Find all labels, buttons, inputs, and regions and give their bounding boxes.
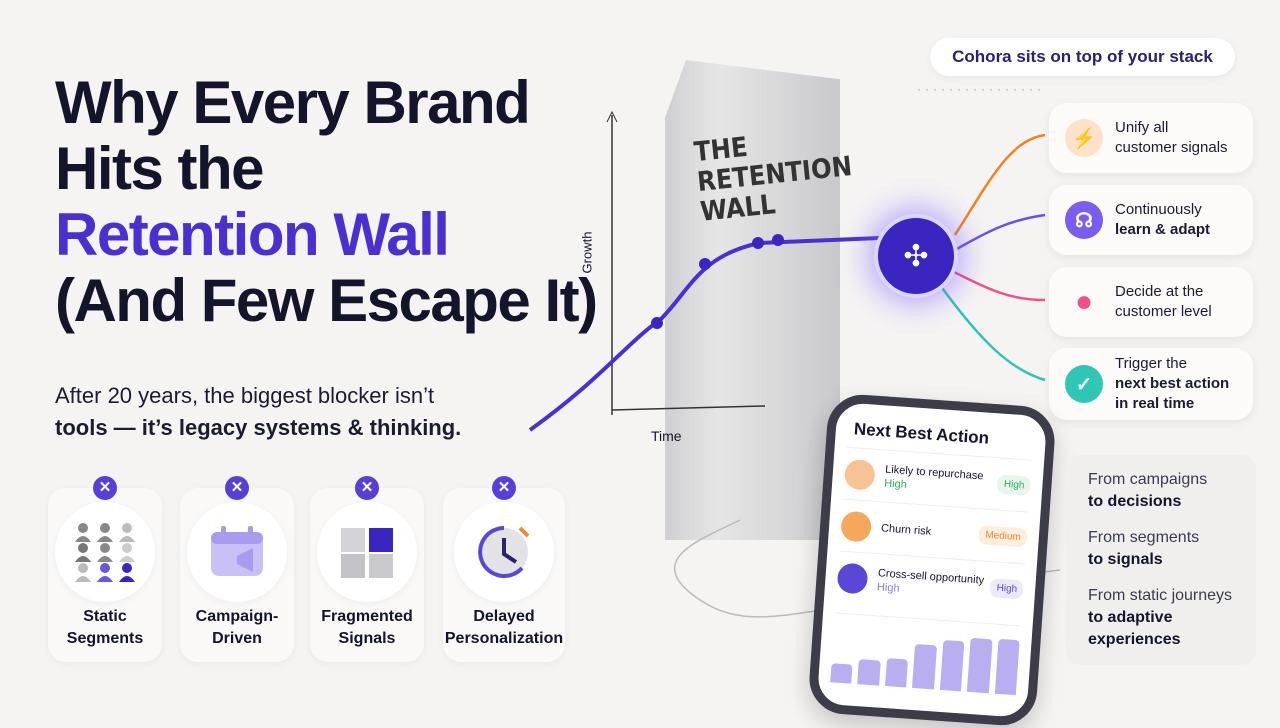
person-icon <box>119 563 135 582</box>
person-icon <box>119 523 135 542</box>
people-grid-icon <box>55 502 155 602</box>
flow-line <box>954 213 1046 252</box>
brain-icon: ☊ <box>1065 201 1103 239</box>
avatar <box>836 561 869 595</box>
person-icon <box>97 543 113 562</box>
person-icon: ● <box>1074 285 1094 318</box>
status-badge: Medium <box>978 525 1028 548</box>
curve-point <box>699 258 711 270</box>
lightning-icon: ⚡ <box>1065 119 1103 157</box>
retention-wall <box>665 60 840 540</box>
person-icon <box>119 543 135 562</box>
flow-line <box>953 133 1046 236</box>
status-badge: High <box>989 578 1024 600</box>
curve-point <box>752 237 764 249</box>
curve-point <box>772 234 784 246</box>
puzzle-icon <box>317 502 417 602</box>
subtitle: After 20 years, the biggest blocker isn’… <box>55 383 462 440</box>
cohora-hub-logo: ✣ <box>878 218 954 294</box>
status-badge: High <box>997 474 1032 496</box>
person-icon <box>97 523 113 542</box>
x-icon: ✕ <box>492 476 516 500</box>
stack-pill: Cohora sits on top of your stack <box>930 38 1235 76</box>
phone-title: Next Best Action <box>853 419 990 448</box>
calendar-megaphone-icon <box>187 502 287 602</box>
mini-bar-chart <box>830 612 1021 696</box>
x-axis <box>611 405 766 411</box>
person-icon <box>75 543 91 562</box>
x-icon: ✕ <box>355 476 379 500</box>
clock-icon <box>454 502 554 602</box>
x-axis-label: Time <box>651 428 682 444</box>
avatar <box>840 510 873 543</box>
flow-line <box>949 268 1046 302</box>
y-axis-label: Growth <box>579 231 595 274</box>
x-icon: ✕ <box>225 476 249 500</box>
person-icon <box>75 563 91 582</box>
blocker-card-campaign-driven: ✕ Campaign-Driven <box>180 476 294 662</box>
curve-point <box>651 317 663 329</box>
y-axis-arrow <box>606 110 618 123</box>
flow-line <box>938 284 1046 382</box>
avatar <box>843 458 876 491</box>
person-icon <box>97 563 113 582</box>
x-icon: ✕ <box>93 476 117 500</box>
person-icon <box>75 523 91 542</box>
check-icon: ✓ <box>1065 365 1103 403</box>
